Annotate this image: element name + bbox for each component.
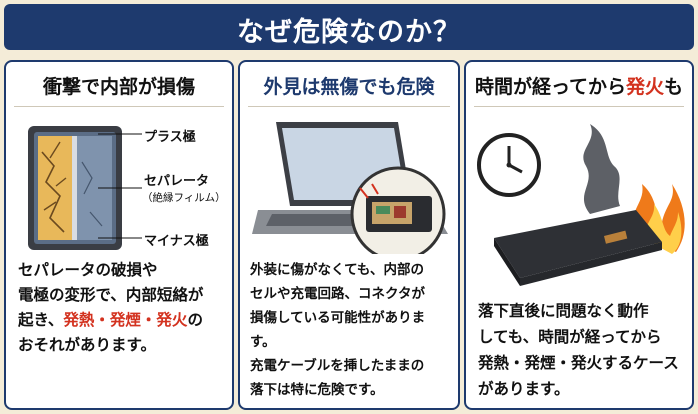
label-separator: セパレータ: [144, 174, 210, 189]
text-line: 落下は特に危険です。: [250, 382, 384, 398]
panel-internal-damage: 衝撃で内部が損傷 プラス極 セパレータ （絶縁フィルム） マイナス極 セパレータ…: [4, 60, 234, 410]
text-line: セパレータの破損や: [18, 261, 158, 279]
laptop-illustration: [252, 122, 448, 254]
text-line: 外装に傷がなくても、内部の: [250, 262, 425, 278]
label-separator-sub: （絶縁フィルム）: [142, 192, 226, 204]
divider: [14, 106, 224, 107]
panel-title: 外見は無傷でも危険: [263, 76, 435, 98]
smoking-powerbank-fire-illustration: [494, 124, 685, 286]
header-banner: なぜ危険なのか？: [4, 4, 694, 50]
panel-delayed-fire: 時間が経ってから発火も 落下直後に問題なく動作 しても、時間が経ってから 発熱・…: [464, 60, 694, 410]
title-highlight: 発火: [626, 76, 665, 98]
text-line: 発熱・発煙・発火するケース: [478, 354, 679, 372]
panel-description: 落下直後に問題なく動作 しても、時間が経ってから 発熱・発煙・発火するケース が…: [478, 298, 684, 402]
text-fragment: 起き、: [18, 311, 64, 329]
text-line: があります。: [478, 380, 570, 398]
label-minus-electrode: マイナス極: [144, 234, 209, 249]
text-line: おそれがあります。: [18, 336, 156, 354]
text-line: 充電ケーブルを挿したままの: [250, 358, 425, 374]
text-line: しても、時間が経ってから: [478, 328, 662, 346]
panel-title: 衝撃で内部が損傷: [42, 76, 195, 98]
panel-title: 時間が経ってから発火も: [466, 72, 692, 99]
text-line: 損傷している可能性があります。: [250, 310, 426, 350]
battery-cross-section-illustration: [28, 126, 122, 250]
text-line: セルや充電回路、コネクタが: [250, 286, 425, 302]
divider: [474, 106, 684, 107]
text-line: 電極の変形で、内部短絡が: [18, 286, 204, 304]
label-leader-lines: [98, 133, 142, 239]
text-fragment: の: [187, 311, 203, 329]
panel-description: セパレータの破損や 電極の変形で、内部短絡が 起き、発熱・発煙・発火の おそれが…: [18, 258, 224, 358]
divider: [248, 106, 450, 107]
clock-icon: [477, 133, 541, 197]
panel-hidden-damage: 外見は無傷でも危険 外装に傷がなくても、内部の セルや充電回路、コネクタが 損傷…: [238, 60, 460, 410]
page-title: なぜ危険なのか？: [237, 17, 461, 48]
title-fragment: も: [664, 76, 684, 98]
title-fragment: 時間が経ってから: [474, 76, 627, 98]
panel-description: 外装に傷がなくても、内部の セルや充電回路、コネクタが 損傷している可能性があり…: [250, 258, 450, 402]
label-plus-electrode: プラス極: [144, 130, 196, 145]
text-line: 起き、発熱・発煙・発火の: [18, 308, 224, 333]
text-line: 落下直後に問題なく動作: [478, 302, 649, 320]
highlight-text: 発熱・発煙・発火: [63, 311, 188, 329]
